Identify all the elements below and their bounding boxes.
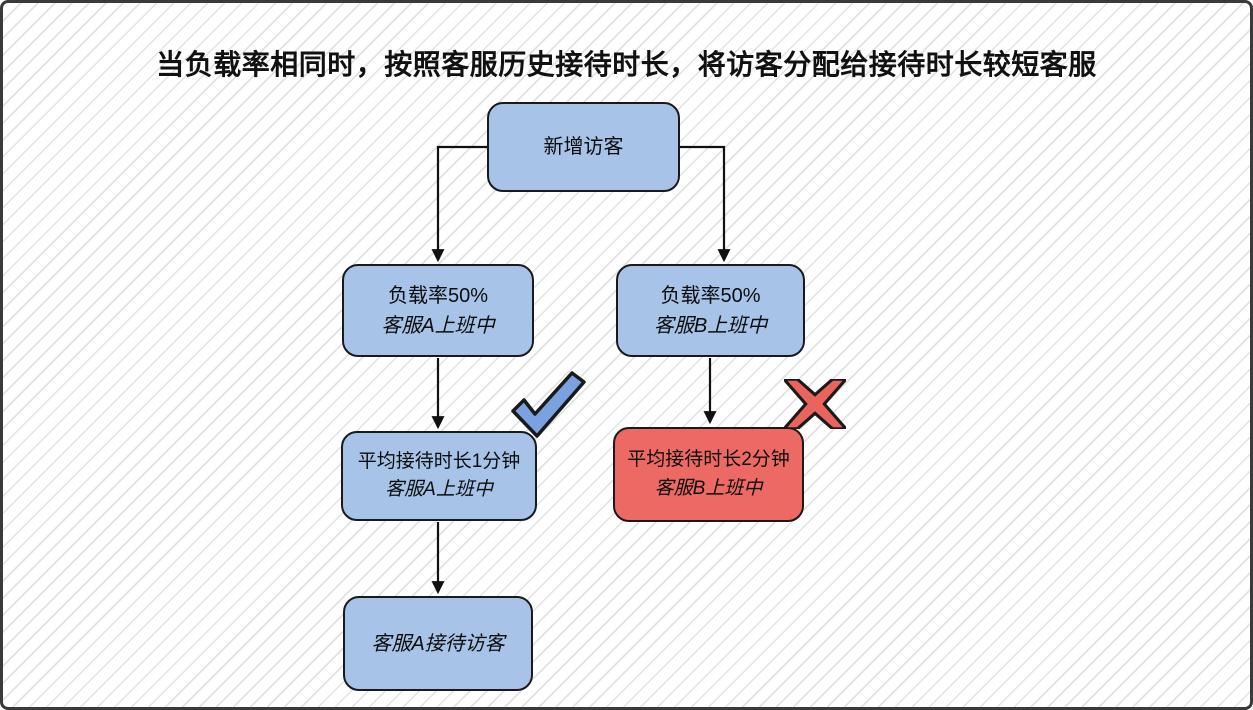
check-shape: [511, 371, 586, 438]
node-text-line1: 客服A接待访客: [371, 632, 505, 655]
node-text-line2: 客服A上班中: [385, 479, 493, 500]
node-text-line2: 客服B上班中: [654, 477, 763, 499]
node-text-line2: 客服A上班中: [381, 314, 495, 337]
node-agent-b-load: 负载率50% 客服B上班中: [616, 264, 805, 357]
node-text-line1: 平均接待时长1分钟: [357, 450, 521, 472]
cross-shape: [784, 379, 846, 429]
node-text-line1: 负载率50%: [387, 284, 489, 307]
connector-start-to-agent-b: [680, 145, 731, 263]
check-icon: [511, 371, 586, 438]
node-agent-a-duration: 平均接待时长1分钟 客服A上班中: [341, 431, 537, 521]
node-text-line2: 客服B上班中: [653, 314, 768, 337]
node-agent-a-serves: 客服A接待访客: [343, 596, 533, 691]
node-agent-a-load: 负载率50% 客服A上班中: [342, 264, 534, 357]
cross-icon: [784, 379, 846, 429]
diagram-title: 当负载率相同时，按照客服历史接待时长，将访客分配给接待时长较短客服: [156, 49, 1097, 80]
node-text-line1: 新增访客: [543, 136, 624, 158]
node-agent-b-duration: 平均接待时长2分钟 客服B上班中: [613, 427, 804, 522]
node-text-line1: 负载率50%: [660, 284, 761, 307]
connector-lines: [431, 145, 731, 595]
node-new-visitor: 新增访客: [487, 102, 680, 192]
connector-start-to-agent-a: [431, 145, 487, 263]
node-text-line1: 平均接待时长2分钟: [627, 449, 790, 470]
